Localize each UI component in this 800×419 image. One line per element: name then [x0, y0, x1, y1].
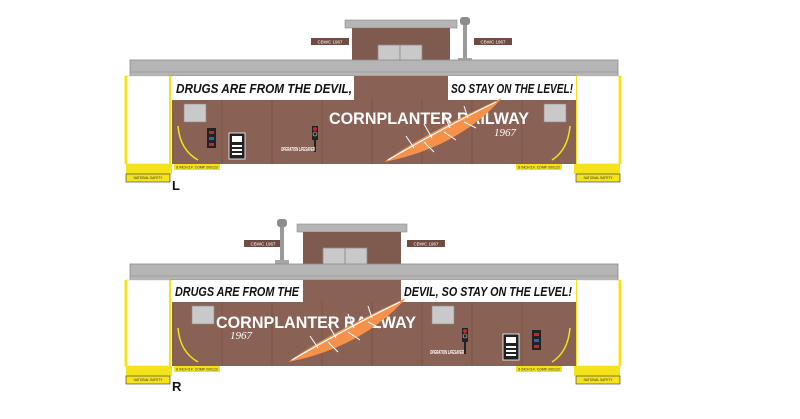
svg-text:NATIONAL SAFETY: NATIONAL SAFETY: [134, 176, 164, 180]
svg-text:8 INCH 5.F. COMP. 000123: 8 INCH 5.F. COMP. 000123: [176, 166, 218, 170]
grab-curve-right: [551, 327, 571, 363]
cupola-roof: [296, 223, 408, 233]
caboose-right-side: CBWC 1967 CBWC 1967 NATIONAL SAFETY: [124, 219, 622, 385]
side-label-left: L: [172, 178, 180, 193]
svg-text:NATIONAL SAFETY: NATIONAL SAFETY: [134, 378, 164, 382]
cupola-tag-right: [407, 240, 445, 247]
svg-text:8 INCH 5.F. COMP. 000123: 8 INCH 5.F. COMP. 000123: [176, 368, 218, 372]
caboose-left-side: CBWC 1967 CBWC 1967 NATIONAL SAFETY: [124, 17, 622, 183]
cupola-tag-left-text: CBWC 1967: [317, 40, 343, 45]
slogan-band-left: [172, 280, 303, 302]
side-window-right: [431, 305, 455, 325]
railway-year: 1967: [230, 330, 253, 342]
smokestack-cap: [277, 219, 287, 227]
roof: [129, 59, 619, 77]
svg-text:NATIONAL SAFETY: NATIONAL SAFETY: [584, 176, 614, 180]
stencil-right: [516, 366, 562, 372]
roof: [129, 263, 619, 281]
end-platform-right: NATIONAL SAFETY: [574, 279, 622, 385]
side-window-left: [191, 305, 215, 325]
cupola-tag-right-text: CBWC 1967: [480, 40, 506, 45]
slogan-left: DRUGS ARE FROM THE: [175, 284, 299, 299]
railway-name: CORNPLANTER RAILWAY: [329, 109, 530, 128]
slogan-right: DEVIL, SO STAY ON THE LEVEL!: [404, 284, 573, 299]
svg-text:8 INCH 5.F. COMP. 000123: 8 INCH 5.F. COMP. 000123: [518, 166, 560, 170]
end-platform-right: NATIONAL SAFETY: [574, 75, 622, 183]
grab-curve-left: [177, 125, 199, 161]
slogan-band-right: [401, 280, 576, 302]
side-window-right: [543, 103, 567, 123]
slogan-left: DRUGS ARE FROM THE DEVIL,: [176, 81, 352, 96]
slogan-band-left: [172, 76, 354, 100]
cupola-tag-left: [244, 240, 282, 247]
cupola-tag-right-text: CBWC 1967: [413, 242, 439, 247]
lifesaver-text: OPERATION LIFESAVER: [281, 147, 315, 153]
slogan-right: SO STAY ON THE LEVEL!: [451, 81, 574, 96]
cupola-tag-left-text: CBWC 1967: [250, 242, 276, 247]
svg-text:NATIONAL SAFETY: NATIONAL SAFETY: [584, 378, 614, 382]
railway-year: 1967: [494, 127, 517, 139]
smokestack: [463, 24, 467, 64]
cupola-tag-left: [311, 38, 349, 45]
grab-curve-right: [551, 125, 571, 161]
stencil-left: [174, 164, 220, 170]
cupola-tag-right: [474, 38, 512, 45]
slogan-band-right: [448, 76, 576, 100]
stencil-left: [174, 366, 220, 372]
end-platform-left: NATIONAL SAFETY: [124, 279, 172, 385]
side-window-left: [183, 103, 207, 123]
grab-curve-left: [177, 327, 199, 363]
cupola-roof: [344, 19, 458, 29]
stencil-right: [516, 164, 562, 170]
lifesaver-text: OPERATION LIFESAVER: [430, 350, 464, 356]
smokestack-cap: [460, 17, 470, 25]
svg-text:8 INCH 5.F. COMP. 000123: 8 INCH 5.F. COMP. 000123: [518, 368, 560, 372]
end-platform-left: NATIONAL SAFETY: [124, 75, 172, 183]
smokestack: [280, 226, 284, 266]
side-label-right: R: [172, 379, 182, 394]
